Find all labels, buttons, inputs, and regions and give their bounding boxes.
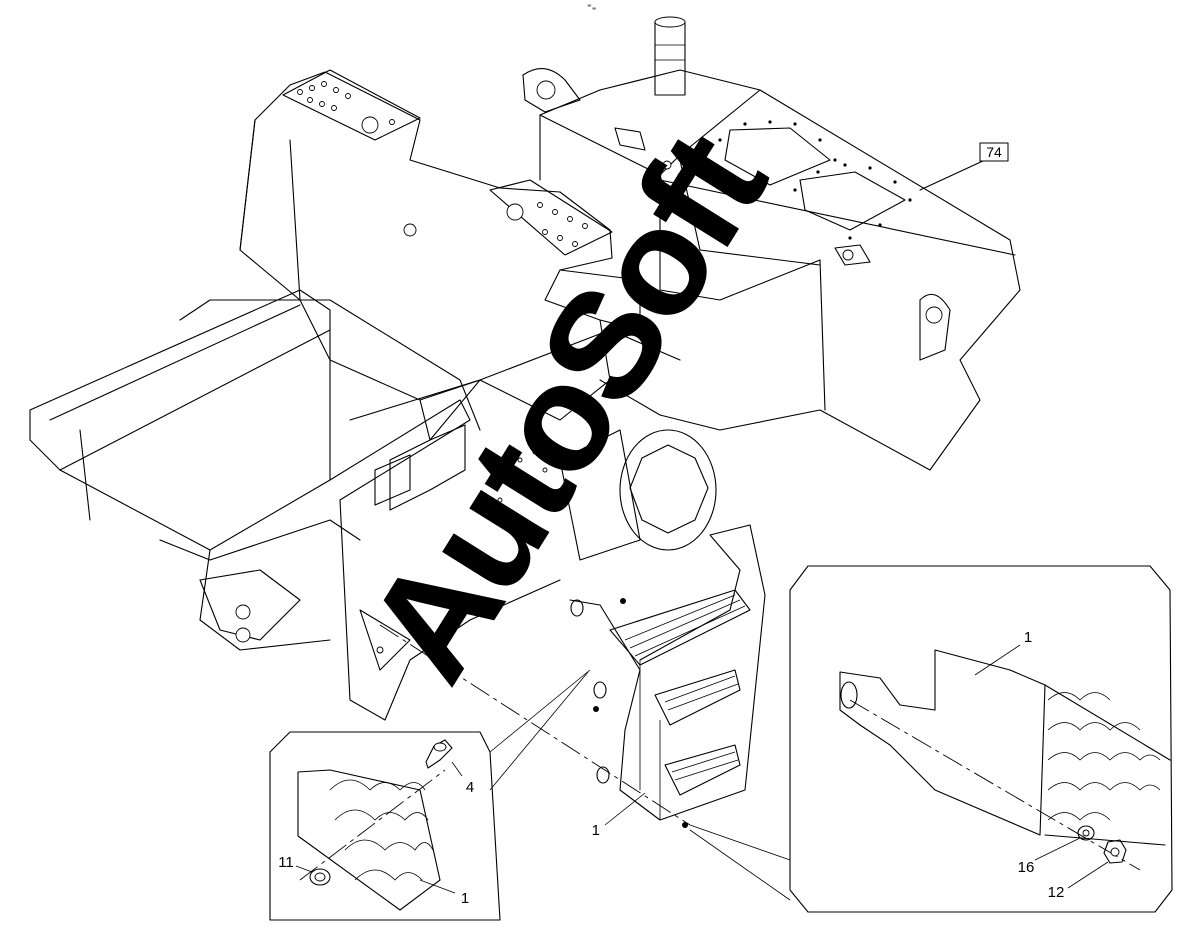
- round-flange: [559, 429, 717, 561]
- autosoft-watermark: AutoSoft: [334, 105, 798, 708]
- callout-74-label: 74: [986, 144, 1002, 160]
- callout-1-main: 1: [592, 792, 646, 839]
- step-assembly: [569, 524, 766, 828]
- callout-16: 16: [1018, 837, 1081, 876]
- callout-4-label: 4: [466, 779, 474, 796]
- assembly-axis: [379, 624, 691, 826]
- callout-1-left-label: 1: [461, 890, 469, 907]
- callout-12-label: 12: [1048, 884, 1065, 901]
- callout-1-main-label: 1: [592, 822, 600, 839]
- step-treads: [624, 594, 746, 781]
- callout-16-label: 16: [1018, 859, 1035, 876]
- callout-1-right-label: 1: [1024, 629, 1032, 646]
- callout-74: 74: [979, 142, 1009, 162]
- plate-holes: [297, 81, 588, 654]
- left-detail-treads: [329, 779, 434, 881]
- right-detail-treads: [1047, 692, 1161, 821]
- cover-bolts: [718, 120, 912, 240]
- callout-11-label: 11: [278, 854, 294, 871]
- callout-1-right: 1: [974, 629, 1032, 676]
- rear-frame: [29, 69, 681, 721]
- corner-mark: ⁼₌: [587, 2, 597, 12]
- watermark-text: AutoSoft: [335, 106, 798, 707]
- right-detail-view: [689, 565, 1173, 913]
- tank-assembly: [522, 16, 1021, 561]
- callout-4: 4: [451, 761, 474, 796]
- callout-1-left: 1: [419, 879, 469, 907]
- left-detail-view: [269, 669, 591, 921]
- callout-11: 11: [278, 854, 313, 873]
- callout-12: 12: [1048, 861, 1109, 901]
